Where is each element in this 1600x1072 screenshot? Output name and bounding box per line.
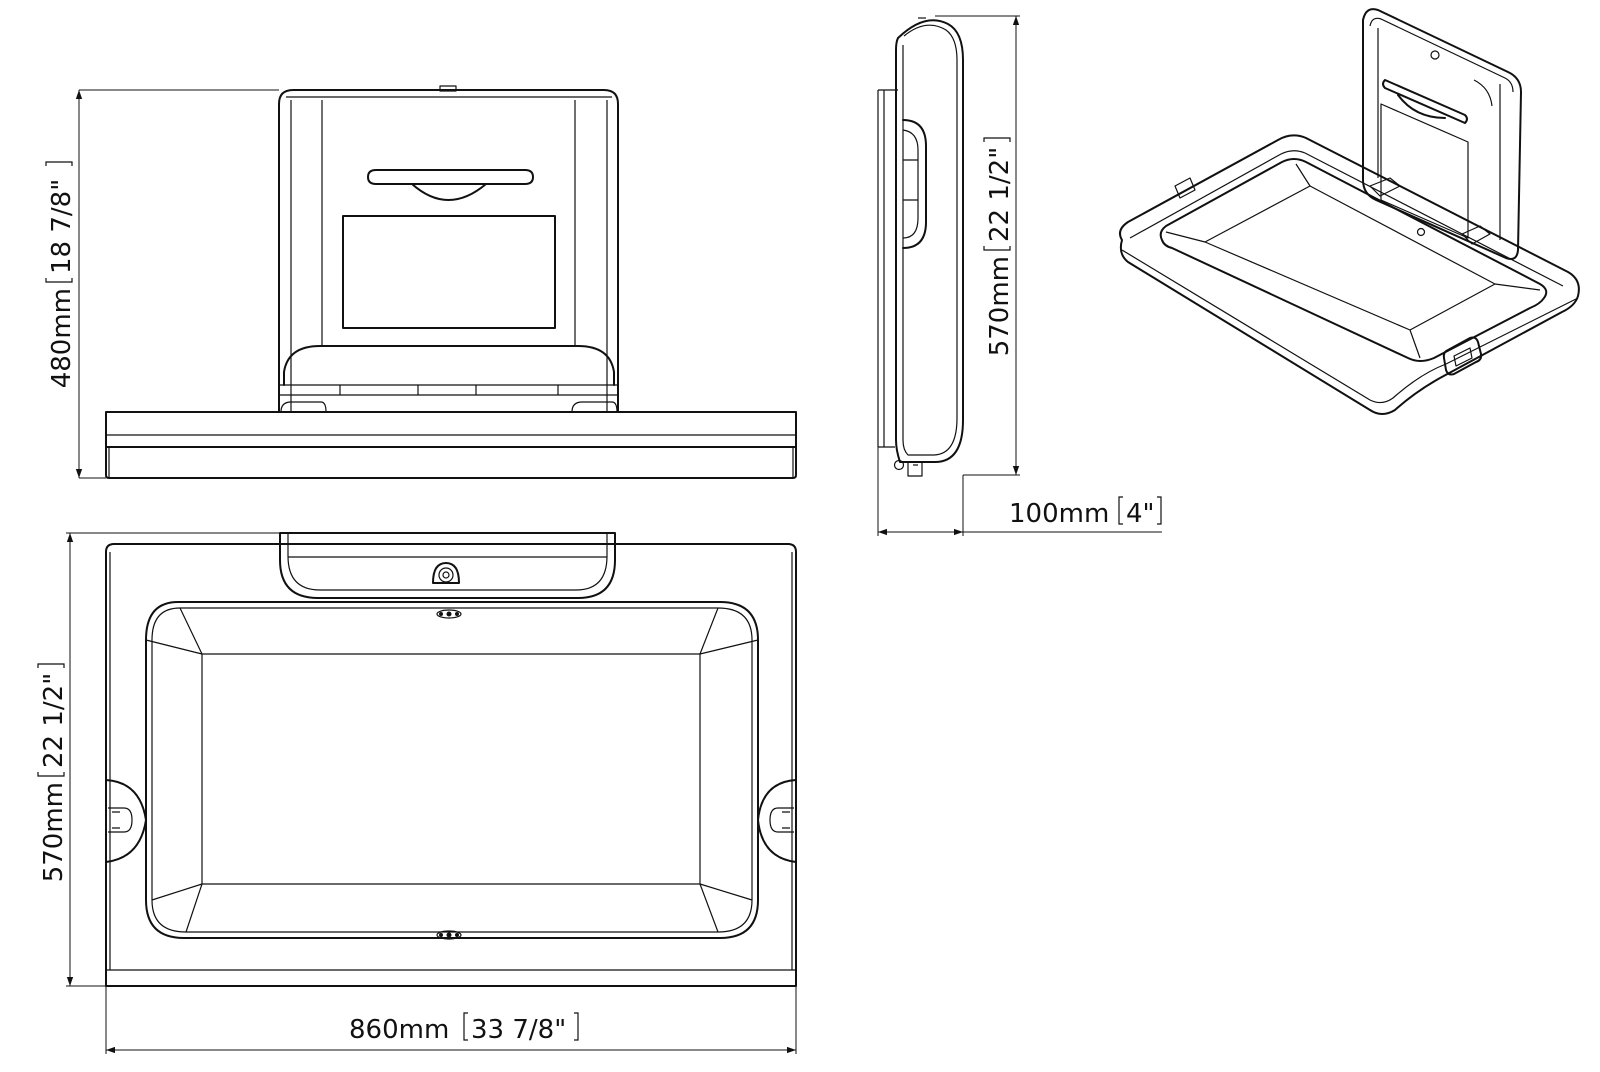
dimension-depth-side-label: 100mm bbox=[1009, 499, 1109, 529]
dimension-height-front: 480mm 18 7/8" bbox=[45, 89, 279, 479]
dimension-height-side-imperial: 22 1/2" bbox=[985, 147, 1015, 242]
dimension-width-top-label: 860mm bbox=[349, 1015, 449, 1045]
front-label-window bbox=[342, 215, 556, 329]
front-dispenser-slot bbox=[367, 169, 534, 185]
front-base-tray bbox=[105, 411, 797, 479]
side-elevation-view bbox=[877, 17, 964, 477]
plan-basin-outer bbox=[145, 601, 759, 939]
dimension-width-top-imperial: 33 7/8" bbox=[471, 1015, 566, 1045]
plan-lock-icon bbox=[432, 562, 460, 584]
dimension-height-front-label: 480mm bbox=[47, 288, 77, 388]
plan-hinge-housing bbox=[279, 532, 616, 599]
dimension-depth-side-imperial: 4" bbox=[1126, 499, 1155, 529]
side-body-outline bbox=[895, 19, 964, 463]
front-elevation-view bbox=[105, 85, 797, 479]
dimension-height-side-label: 570mm bbox=[985, 256, 1015, 356]
plan-left-handle bbox=[105, 779, 147, 863]
dimension-width-top: 860mm 33 7/8" bbox=[105, 986, 797, 1054]
plan-tray-outline bbox=[105, 543, 797, 987]
plan-top-screw-icon bbox=[436, 609, 462, 619]
plan-right-handle bbox=[757, 779, 797, 863]
dimension-height-side: 570mm 22 1/2" bbox=[935, 15, 1020, 476]
dimension-depth-side: 100mm 4" bbox=[877, 447, 1162, 536]
dimension-depth-top-label: 570mm bbox=[39, 782, 69, 882]
isometric-view bbox=[1119, 8, 1580, 415]
plan-basin-floor bbox=[201, 653, 701, 885]
dimension-height-front-imperial: 18 7/8" bbox=[47, 179, 77, 274]
iso-tray-outline bbox=[1119, 134, 1580, 415]
front-back-panel bbox=[278, 89, 619, 413]
top-plan-view bbox=[105, 532, 797, 987]
dimension-depth-top-imperial: 22 1/2" bbox=[39, 673, 69, 768]
dimension-depth-top: 570mm 22 1/2" bbox=[37, 532, 280, 987]
iso-back-panel bbox=[1362, 8, 1522, 260]
